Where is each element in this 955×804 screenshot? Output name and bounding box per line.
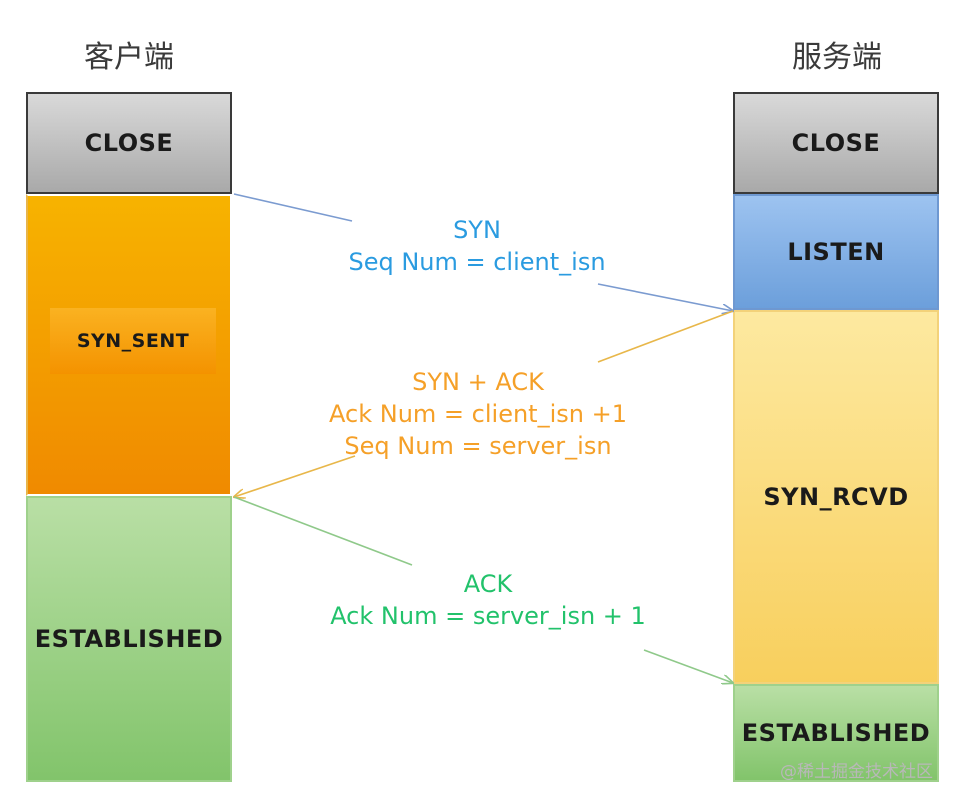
server-listen-label: LISTEN bbox=[787, 238, 885, 266]
server-title: 服务端 bbox=[792, 40, 882, 75]
server-close-state: CLOSE bbox=[733, 92, 939, 194]
syn-message-line2: Seq Num = client_isn bbox=[348, 248, 606, 276]
synack-message-line1: SYN + ACK bbox=[412, 368, 544, 396]
synack-arrow-segment-1 bbox=[597, 310, 734, 363]
client-title: 客户端 bbox=[84, 40, 174, 75]
ack-arrow-segment-2 bbox=[643, 649, 733, 683]
client-state-column: CLOSE SYN_SENT ESTABLISHED bbox=[26, 92, 232, 782]
synack-message-line3: Seq Num = server_isn bbox=[344, 432, 612, 460]
synack-message: SYN + ACK Ack Num = client_isn +1 Seq Nu… bbox=[292, 366, 664, 462]
ack-message: ACK Ack Num = server_isn + 1 bbox=[302, 568, 674, 632]
client-syn-sent-label-box: SYN_SENT bbox=[50, 308, 216, 374]
server-established-label: ESTABLISHED bbox=[741, 719, 931, 747]
syn-message: SYN Seq Num = client_isn bbox=[312, 214, 642, 278]
synack-arrow-segment-2 bbox=[234, 455, 356, 497]
client-syn-sent-label: SYN_SENT bbox=[76, 330, 190, 352]
syn-message-line1: SYN bbox=[453, 216, 501, 244]
client-syn-sent-state: SYN_SENT bbox=[26, 194, 232, 496]
client-close-label: CLOSE bbox=[84, 129, 174, 157]
ack-message-line1: ACK bbox=[463, 570, 513, 598]
server-syn-rcvd-state: SYN_RCVD bbox=[733, 310, 939, 684]
watermark-text: @稀土掘金技术社区 bbox=[780, 762, 933, 782]
syn-arrow-segment-2 bbox=[597, 283, 733, 311]
client-established-state: ESTABLISHED bbox=[26, 496, 232, 782]
server-established-state: ESTABLISHED bbox=[733, 684, 939, 782]
server-close-label: CLOSE bbox=[791, 129, 881, 157]
client-established-label: ESTABLISHED bbox=[34, 625, 224, 653]
ack-message-line2: Ack Num = server_isn + 1 bbox=[330, 602, 646, 630]
server-listen-state: LISTEN bbox=[733, 194, 939, 310]
server-state-column: CLOSE LISTEN SYN_RCVD ESTABLISHED bbox=[733, 92, 939, 782]
ack-arrow-segment-1 bbox=[233, 496, 413, 566]
client-close-state: CLOSE bbox=[26, 92, 232, 194]
server-syn-rcvd-label: SYN_RCVD bbox=[763, 483, 909, 511]
syn-arrow-segment-1 bbox=[233, 193, 353, 222]
synack-message-line2: Ack Num = client_isn +1 bbox=[329, 400, 627, 428]
